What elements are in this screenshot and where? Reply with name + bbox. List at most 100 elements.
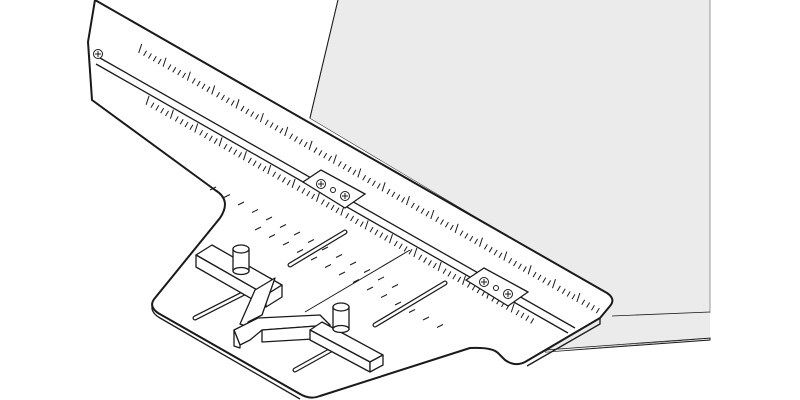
scale-tick (410, 202, 415, 209)
scale-tick (235, 99, 240, 109)
scale-tick (320, 199, 325, 205)
plate-tick (282, 241, 290, 246)
scale-tick (342, 163, 347, 170)
scale-tick (289, 133, 294, 139)
scale-tick (483, 244, 488, 250)
scale-tick (401, 197, 406, 203)
scale-tick (379, 232, 384, 238)
scale-tick (581, 299, 586, 306)
scale-tick (591, 305, 595, 311)
scale-tick (213, 138, 218, 144)
scale-tick (311, 193, 316, 200)
scale-tick (428, 260, 432, 266)
scale-tick (152, 55, 157, 62)
scale-tick (459, 230, 464, 236)
scale-tick (408, 249, 413, 255)
scale-tick (172, 67, 177, 73)
scale-tick (189, 124, 194, 130)
scale-tick (457, 276, 462, 283)
scale-tick (552, 279, 556, 289)
scale-tick (347, 166, 352, 173)
scale-tick (340, 206, 345, 216)
scale-tick (298, 139, 303, 145)
scale-tick (444, 222, 449, 228)
scale-tick (532, 271, 537, 278)
scale-tick (272, 171, 277, 178)
scale-tick (413, 247, 418, 258)
scale-tick (522, 266, 527, 272)
scale-tick (462, 275, 467, 285)
plate-tick (268, 234, 276, 238)
plate-tick (209, 186, 217, 191)
scale-tick (474, 238, 479, 245)
pin-knob-left (232, 244, 250, 276)
scale-tick (221, 94, 225, 101)
scale-tick (449, 224, 454, 231)
scale-tick (318, 150, 323, 156)
scale-tick (488, 246, 493, 253)
scale-tick (537, 274, 542, 281)
scale-tick (586, 302, 591, 308)
scale-tick (420, 208, 425, 214)
scale-tick (148, 53, 152, 59)
scale-tick (196, 80, 201, 87)
scale-tick (167, 64, 172, 70)
scale-tick (479, 237, 483, 247)
scale-tick (367, 177, 371, 184)
scale-tick (352, 169, 357, 175)
plate-tick (352, 279, 360, 283)
scale-tick (216, 91, 221, 98)
plate-tick (436, 324, 444, 328)
scale-tick (442, 268, 447, 274)
plate-tick (349, 261, 357, 266)
scale-tick (291, 178, 296, 189)
plate-tick (324, 264, 332, 268)
scale-tick (493, 249, 498, 256)
scale-tick (228, 146, 233, 153)
scale-tick (469, 235, 474, 242)
plate-tick (391, 284, 399, 288)
scale-tick (155, 105, 160, 111)
scale-tick (561, 288, 566, 294)
scale-tick (281, 177, 286, 183)
scale-ticks (138, 43, 600, 328)
scale-tick (174, 116, 179, 122)
scale-tick (204, 132, 208, 139)
scale-tick (186, 71, 191, 81)
scale-tick (184, 121, 189, 128)
scale-tick (257, 163, 262, 169)
scale-tick (466, 282, 471, 288)
scale-tick (328, 155, 332, 162)
scale-tick (143, 50, 147, 56)
plate-tick (377, 276, 385, 281)
scale-tick (447, 271, 452, 277)
scale-tick (376, 183, 381, 189)
scale-tick (515, 309, 520, 316)
scale-tick (566, 291, 571, 297)
scale-tick (374, 229, 379, 236)
scale-tick (296, 185, 301, 191)
scale-tick (284, 126, 289, 137)
scale-tick (335, 207, 340, 214)
scale-tick (542, 277, 547, 283)
plate-tick (408, 309, 416, 313)
plate-tick (363, 269, 371, 273)
scale-tick (191, 78, 196, 84)
plate-tick (265, 216, 273, 221)
scale-tick (218, 137, 223, 147)
scale-tick (386, 188, 391, 195)
scale-tick (182, 72, 186, 79)
plate-tick (293, 231, 301, 236)
scale-tick (415, 205, 420, 211)
plate-tick (296, 249, 304, 253)
pin-knob-right (332, 302, 350, 334)
scale-tick (571, 293, 576, 300)
scale-tick (547, 280, 552, 286)
scale-tick (371, 180, 376, 187)
scale-tick (238, 152, 243, 158)
scale-tick (530, 318, 535, 324)
plate-tick (321, 246, 329, 251)
scale-tick (294, 136, 298, 142)
scale-tick (393, 240, 398, 247)
plate-tick (366, 286, 374, 291)
